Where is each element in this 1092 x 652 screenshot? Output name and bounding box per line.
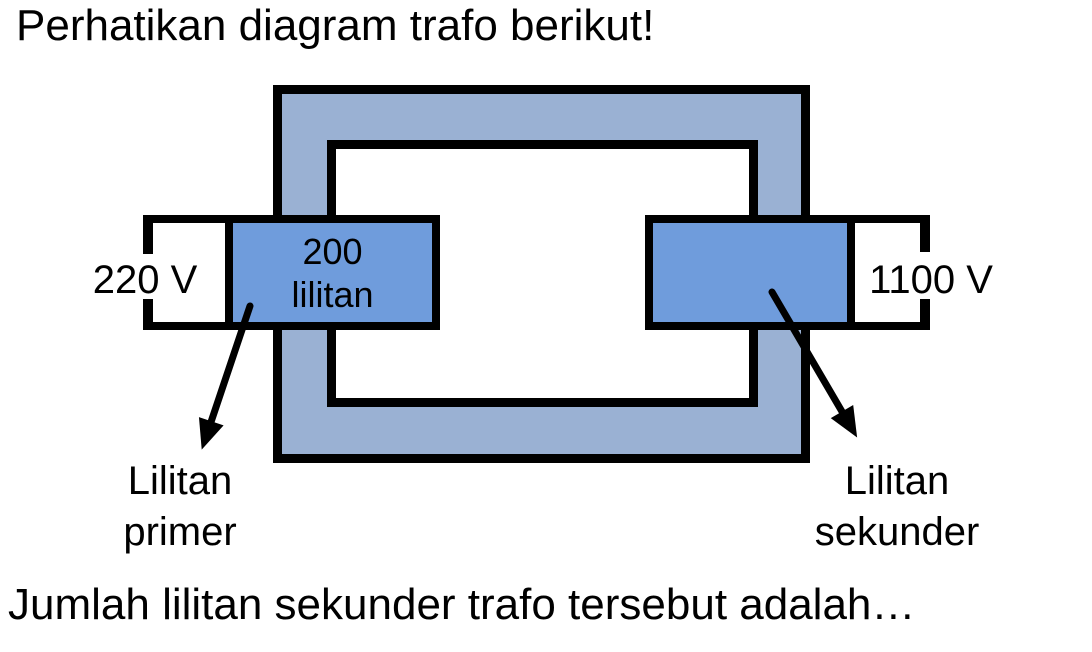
primary-caption-line1: Lilitan	[127, 459, 233, 503]
page-title: Perhatikan diagram trafo berikut!	[16, 1, 655, 50]
secondary-lead-bottom	[920, 299, 930, 330]
primary-turns-value: 200	[302, 230, 363, 272]
secondary-terminal-box	[847, 215, 930, 330]
question-text: Jumlah lilitan sekunder trafo tersebut a…	[8, 580, 916, 629]
primary-coil-caption: Lilitan primer	[95, 456, 265, 558]
secondary-lead-top	[920, 215, 930, 252]
secondary-voltage-label: 1100 V	[869, 258, 993, 302]
primary-caption-line2: primer	[123, 510, 237, 554]
primary-lead-bottom	[143, 299, 153, 330]
secondary-caption-line1: Lilitan	[844, 459, 950, 503]
primary-voltage-label: 220 V	[92, 258, 198, 302]
secondary-caption-line2: sekunder	[814, 510, 980, 554]
primary-coil: 200 lilitan	[225, 215, 440, 330]
primary-lead-top	[143, 215, 153, 254]
secondary-coil	[645, 215, 855, 330]
secondary-coil-caption: Lilitan sekunder	[792, 456, 1002, 558]
primary-turns-unit: lilitan	[291, 273, 374, 315]
